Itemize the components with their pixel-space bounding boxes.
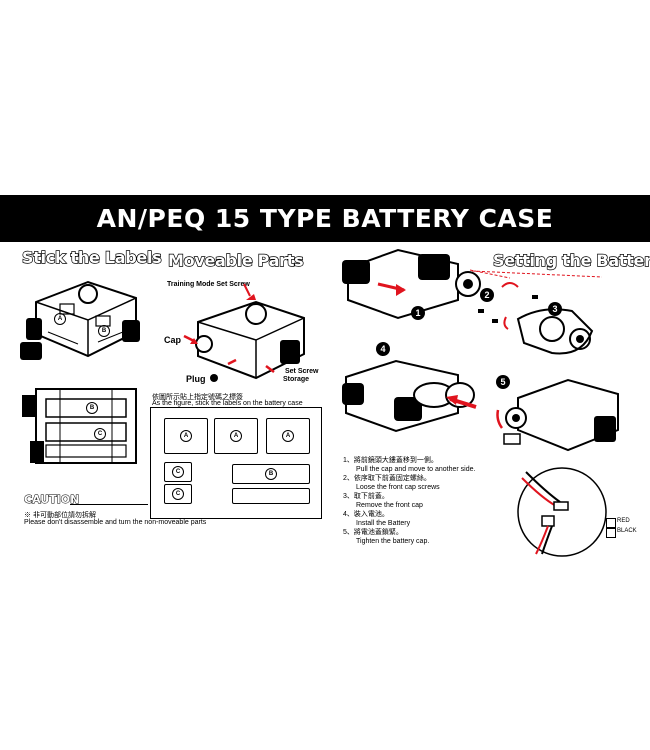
label-badge-a3: A bbox=[282, 430, 294, 442]
section-stick-labels: Stick the Labels bbox=[21, 247, 162, 267]
step-number-2: 2 bbox=[480, 288, 494, 302]
step-2-en: Loose the front cap screws bbox=[356, 484, 440, 491]
section-setting-battery: Setting the Battery bbox=[492, 250, 650, 270]
label-slot-b2 bbox=[232, 488, 310, 504]
label-slot-a1: A bbox=[164, 418, 208, 454]
step-4-en: Install the Battery bbox=[356, 520, 411, 527]
step-3-zh: 3、取下前蓋。 bbox=[343, 493, 389, 500]
label-badge-a: A bbox=[54, 313, 66, 325]
label-slot-a3: A bbox=[266, 418, 310, 454]
label-slot-c1: C bbox=[164, 462, 192, 482]
caution-underline bbox=[70, 504, 148, 505]
step-1-zh: 1、將前鏡頭大鏤蓋移到一側。 bbox=[343, 457, 438, 464]
label-badge-c1: C bbox=[172, 466, 184, 478]
label-badge-a2: A bbox=[230, 430, 242, 442]
step2-3-illustration bbox=[471, 270, 603, 355]
label-badge-b: B bbox=[98, 325, 110, 337]
step-number-3: 3 bbox=[548, 302, 562, 316]
moveable-parts-illustration bbox=[183, 283, 305, 382]
wire-connector-diagram bbox=[517, 467, 607, 557]
label-badge-b1: B bbox=[265, 468, 277, 480]
label-slot-a2: A bbox=[214, 418, 258, 454]
section-moveable-parts: Moveable Parts bbox=[167, 250, 304, 270]
label-plug: Plug bbox=[186, 374, 206, 384]
battery-case-side-illustration bbox=[22, 388, 137, 464]
caution-zh: ※ 非可動部位請勿拆解 bbox=[24, 512, 96, 519]
label-instruction-zh: 依圖所示貼上指定號碼之標簽 bbox=[152, 394, 243, 401]
step5-illustration bbox=[496, 378, 619, 452]
battery-case-top-illustration bbox=[20, 280, 140, 360]
step-5-en: Tighten the battery cap. bbox=[356, 538, 430, 545]
label-cap: Cap bbox=[164, 335, 182, 345]
red-wire-swatch bbox=[606, 518, 616, 528]
step-number-5: 5 bbox=[496, 375, 510, 389]
step-number-1: 1 bbox=[411, 306, 425, 320]
label-badge-c-side: C bbox=[94, 428, 106, 440]
label-badge-a1: A bbox=[180, 430, 192, 442]
label-slot-b1: B bbox=[232, 464, 310, 484]
step4-illustration bbox=[342, 359, 477, 433]
step-3-en: Remove the front cap bbox=[356, 502, 423, 509]
caution-en: Please don't disassemble and turn the no… bbox=[24, 519, 207, 526]
label-training-mode-set-screw: Training Mode Set Screw bbox=[167, 281, 250, 288]
label-instruction-en: As the figure, stick the labels on the b… bbox=[152, 400, 303, 407]
step-4-zh: 4、裝入電池。 bbox=[343, 511, 389, 518]
title-banner: AN/PEQ 15 TYPE BATTERY CASE bbox=[0, 195, 650, 242]
step-1-en: Pull the cap and move to another side. bbox=[356, 466, 476, 473]
label-set-screw: Set Screw bbox=[285, 368, 319, 375]
step1-illustration bbox=[342, 248, 511, 320]
legend-red-label: RED bbox=[617, 518, 630, 524]
label-slot-c2: C bbox=[164, 484, 192, 504]
label-storage: Storage bbox=[283, 376, 310, 383]
legend-black-label: BLACK bbox=[617, 528, 637, 534]
label-badge-c2: C bbox=[172, 488, 184, 500]
page-title: AN/PEQ 15 TYPE BATTERY CASE bbox=[96, 204, 554, 233]
step-2-zh: 2、依序取下前蓋固定螺絲。 bbox=[343, 475, 431, 482]
black-wire-swatch bbox=[606, 528, 616, 538]
label-sheet bbox=[150, 407, 322, 519]
step-number-4: 4 bbox=[376, 342, 390, 356]
caution-title: CAUTION bbox=[23, 493, 80, 507]
step-5-zh: 5、將電池蓋鎖緊。 bbox=[343, 529, 403, 536]
label-badge-b-side: B bbox=[86, 402, 98, 414]
